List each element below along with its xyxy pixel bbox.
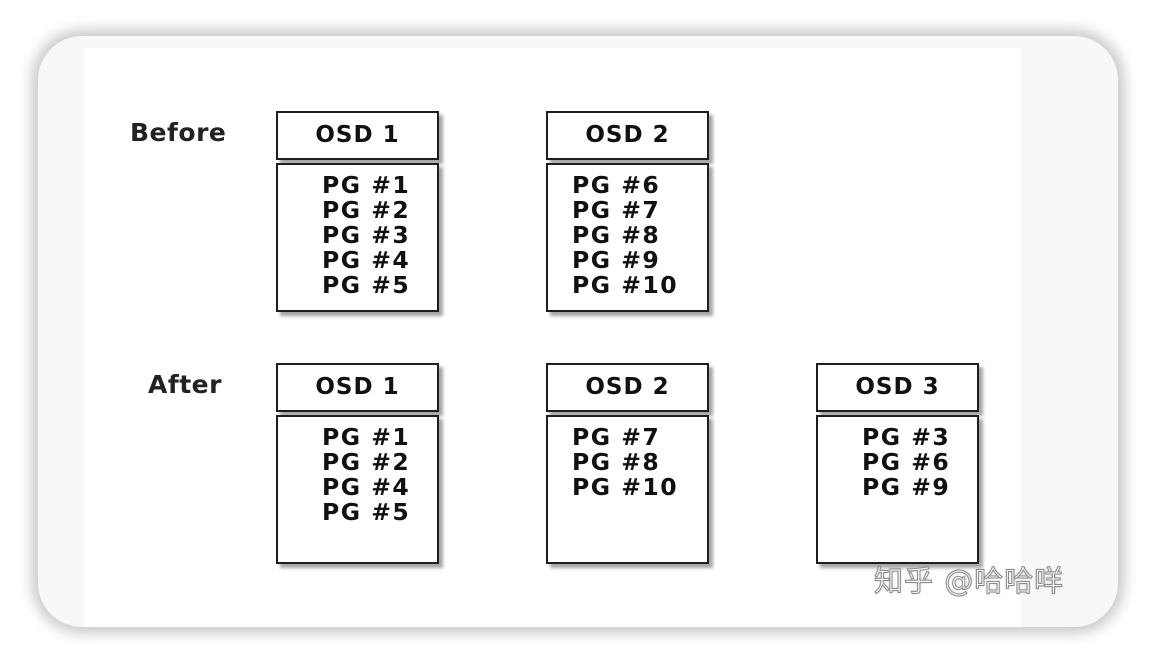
pg-item: PG #10 xyxy=(572,271,679,299)
pg-item: PG #7 xyxy=(572,423,661,451)
pg-item: PG #3 xyxy=(862,423,951,451)
osd-header: OSD 2 xyxy=(546,111,709,160)
pg-item: PG #8 xyxy=(572,448,661,476)
pg-item: PG #9 xyxy=(572,246,661,274)
watermark: 知乎 @哈哈咩 xyxy=(873,564,1065,599)
row-label-before: Before xyxy=(130,118,227,147)
osd-header: OSD 1 xyxy=(276,363,439,412)
pg-container: PG #1 PG #2 PG #3 PG #4 PG #5 xyxy=(276,163,439,312)
pg-item: PG #1 xyxy=(322,423,411,451)
pg-container: PG #3 PG #6 PG #9 xyxy=(816,415,979,564)
pg-list: PG #3 PG #6 PG #9 xyxy=(862,425,950,500)
pg-list: PG #1 PG #2 PG #3 PG #4 PG #5 xyxy=(322,173,410,298)
osd-header: OSD 1 xyxy=(276,111,439,160)
pg-item: PG #3 xyxy=(322,221,411,249)
pg-list: PG #6 PG #7 PG #8 PG #9 PG #10 xyxy=(572,173,678,298)
osd-header: OSD 3 xyxy=(816,363,979,412)
pg-item: PG #6 xyxy=(862,448,951,476)
pg-container: PG #7 PG #8 PG #10 xyxy=(546,415,709,564)
pg-item: PG #7 xyxy=(572,196,661,224)
diagram-canvas: Before OSD 1 PG #1 PG #2 PG #3 PG #4 PG … xyxy=(84,48,1021,627)
pg-item: PG #5 xyxy=(322,271,411,299)
pg-item: PG #4 xyxy=(322,246,411,274)
pg-item: PG #1 xyxy=(322,171,411,199)
osd-header: OSD 2 xyxy=(546,363,709,412)
pg-list: PG #1 PG #2 PG #4 PG #5 xyxy=(322,425,410,525)
pg-item: PG #5 xyxy=(322,498,411,526)
pg-item: PG #10 xyxy=(572,473,679,501)
pg-item: PG #6 xyxy=(572,171,661,199)
pg-container: PG #6 PG #7 PG #8 PG #9 PG #10 xyxy=(546,163,709,312)
pg-item: PG #9 xyxy=(862,473,951,501)
image-frame: Before OSD 1 PG #1 PG #2 PG #3 PG #4 PG … xyxy=(38,36,1118,627)
pg-container: PG #1 PG #2 PG #4 PG #5 xyxy=(276,415,439,564)
pg-item: PG #2 xyxy=(322,448,411,476)
pg-item: PG #4 xyxy=(322,473,411,501)
row-label-after: After xyxy=(148,370,222,399)
pg-list: PG #7 PG #8 PG #10 xyxy=(572,425,678,500)
pg-item: PG #8 xyxy=(572,221,661,249)
pg-item: PG #2 xyxy=(322,196,411,224)
